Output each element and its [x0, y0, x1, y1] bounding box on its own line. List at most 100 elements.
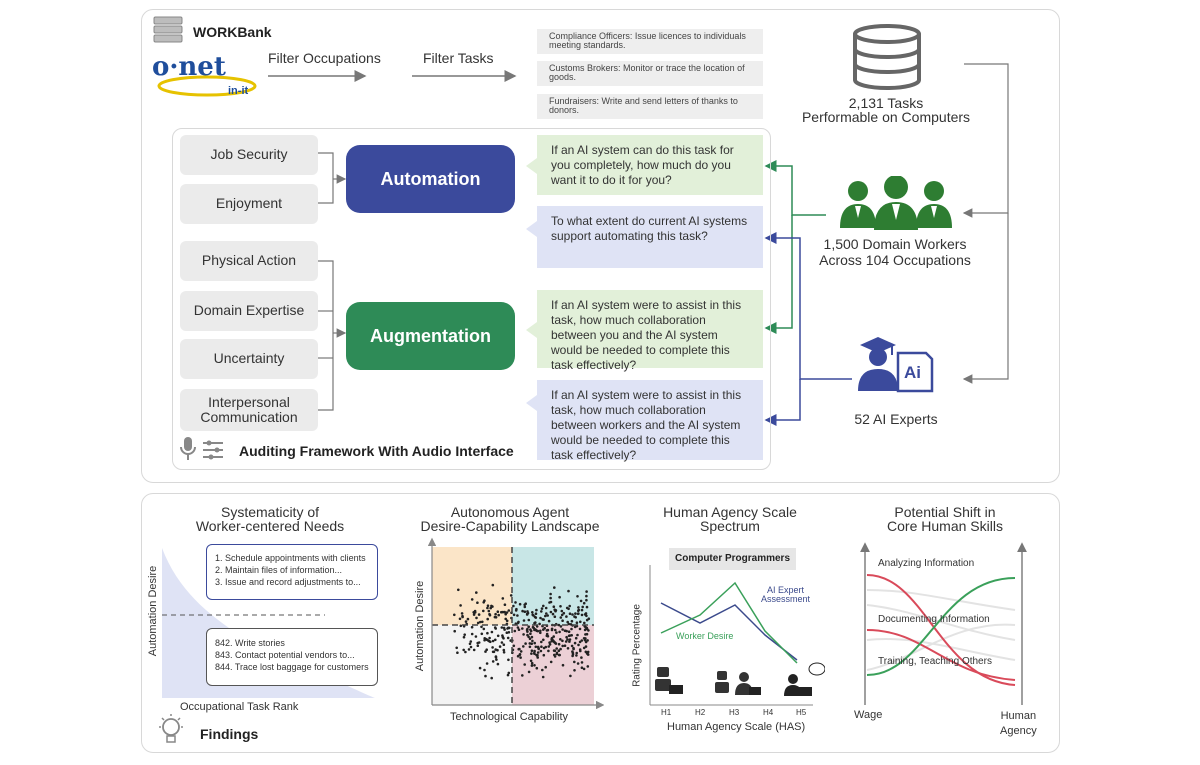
scatter-point: [567, 630, 571, 633]
scatter-point: [470, 598, 474, 601]
scatter-point: [565, 635, 568, 639]
landscape-scatter-points: [453, 583, 591, 680]
scatter-point: [536, 654, 539, 657]
scatter-point: [502, 651, 506, 654]
skill-training: Training, Teaching Others: [878, 656, 992, 667]
scatter-point: [534, 621, 537, 624]
scatter-point: [539, 629, 542, 633]
scatter-point: [568, 612, 572, 615]
scatter-point: [476, 601, 479, 604]
domain-workers-count: 1,500 Domain Workers: [823, 236, 967, 252]
question-augmentation-expert: If an AI system were to assist in this t…: [537, 380, 763, 462]
scatter-point: [513, 629, 517, 633]
scatter-point: [523, 603, 526, 607]
scatter-point: [540, 610, 543, 613]
robot-h1-icon: [655, 667, 683, 694]
scatter-point: [505, 619, 509, 623]
scatter-point: [486, 606, 489, 610]
bubble-tail-1: [526, 158, 537, 174]
sliders-icon: [201, 439, 225, 466]
database-icon: [852, 24, 922, 95]
scatter-point: [547, 649, 550, 653]
scatter-point: [534, 645, 538, 649]
scatter-point: [502, 648, 506, 652]
scatter-point: [523, 610, 527, 613]
scatter-point: [568, 604, 571, 608]
scatter-point: [525, 628, 529, 632]
systematicity-xlabel: Occupational Task Rank: [180, 701, 299, 713]
scatter-point: [583, 621, 586, 625]
scatter-point: [581, 605, 584, 609]
tasks-count: 2,131 Tasks: [848, 95, 924, 111]
scatter-point: [583, 628, 587, 632]
scatter-point: [529, 632, 532, 635]
scatter-point: [548, 601, 551, 604]
scatter-point: [491, 605, 494, 608]
scatter-point: [539, 631, 542, 635]
task-card-3: Fundraisers: Write and send letters of t…: [537, 94, 763, 119]
scatter-point: [563, 644, 567, 647]
scatter-point: [494, 627, 497, 630]
scatter-point: [566, 647, 570, 650]
scatter-point: [573, 660, 576, 664]
scatter-point: [586, 653, 590, 656]
scatter-point: [496, 634, 500, 638]
scatter-point: [559, 625, 563, 628]
scatter-point: [527, 670, 531, 674]
scatter-point: [479, 620, 482, 624]
scatter-point: [515, 607, 518, 611]
scatter-point: [584, 645, 588, 648]
scatter-point: [517, 628, 521, 631]
scatter-point: [587, 629, 590, 632]
question-automation-expert: To what extent do current AI systems sup…: [537, 206, 763, 268]
scatter-point: [462, 635, 466, 639]
has-level-h1: H1: [661, 708, 672, 717]
scatter-point: [530, 642, 533, 645]
scatter-point: [529, 628, 532, 631]
scatter-point: [577, 643, 580, 647]
scatter-point: [546, 614, 549, 617]
scatter-point: [516, 614, 519, 617]
has-occupation-badge: Computer Programmers: [669, 548, 796, 570]
skills-title-1: Potential Shift in: [894, 504, 996, 520]
scatter-point: [507, 671, 511, 675]
ai-expert-line: [660, 602, 798, 661]
scatter-point: [568, 638, 572, 641]
scatter-point: [507, 658, 510, 662]
scatter-point: [570, 627, 573, 631]
scatter-point: [558, 630, 561, 634]
has-level-h4: H4: [763, 708, 774, 717]
bottom-task-843: 843. Contact potential vendors to...: [215, 650, 355, 661]
scatter-point: [517, 620, 520, 624]
scatter-point: [553, 615, 557, 618]
task-card-1: Compliance Officers: Issue licences to i…: [537, 29, 763, 54]
scatter-point: [490, 676, 493, 680]
scatter-point: [472, 613, 476, 616]
scatter-point: [527, 635, 530, 639]
scatter-point: [500, 610, 503, 614]
systematicity-bottom-box: 842. Write stories 843. Contact potentia…: [206, 628, 378, 686]
scatter-point: [582, 601, 586, 605]
scatter-point: [468, 642, 472, 646]
scatter-point: [561, 619, 564, 622]
scatter-point: [560, 609, 564, 613]
scatter-point: [497, 613, 500, 617]
scatter-point: [527, 625, 530, 628]
scatter-point: [530, 635, 534, 639]
scatter-point: [547, 619, 551, 623]
scatter-point: [550, 640, 553, 643]
scatter-point: [572, 647, 575, 651]
scatter-point: [536, 651, 540, 654]
scatter-point: [484, 674, 487, 678]
scatter-point: [557, 649, 561, 652]
domain-workers-icon: [836, 175, 956, 235]
filter-occupations-label: Filter Occupations: [268, 50, 381, 66]
svg-text:Ai: Ai: [904, 363, 921, 382]
scatter-point: [530, 664, 534, 667]
scatter-point: [580, 613, 584, 617]
scatter-point: [576, 662, 580, 665]
scatter-point: [500, 641, 504, 644]
scatter-point: [489, 606, 492, 610]
scatter-point: [491, 639, 495, 643]
scatter-point: [519, 650, 523, 653]
